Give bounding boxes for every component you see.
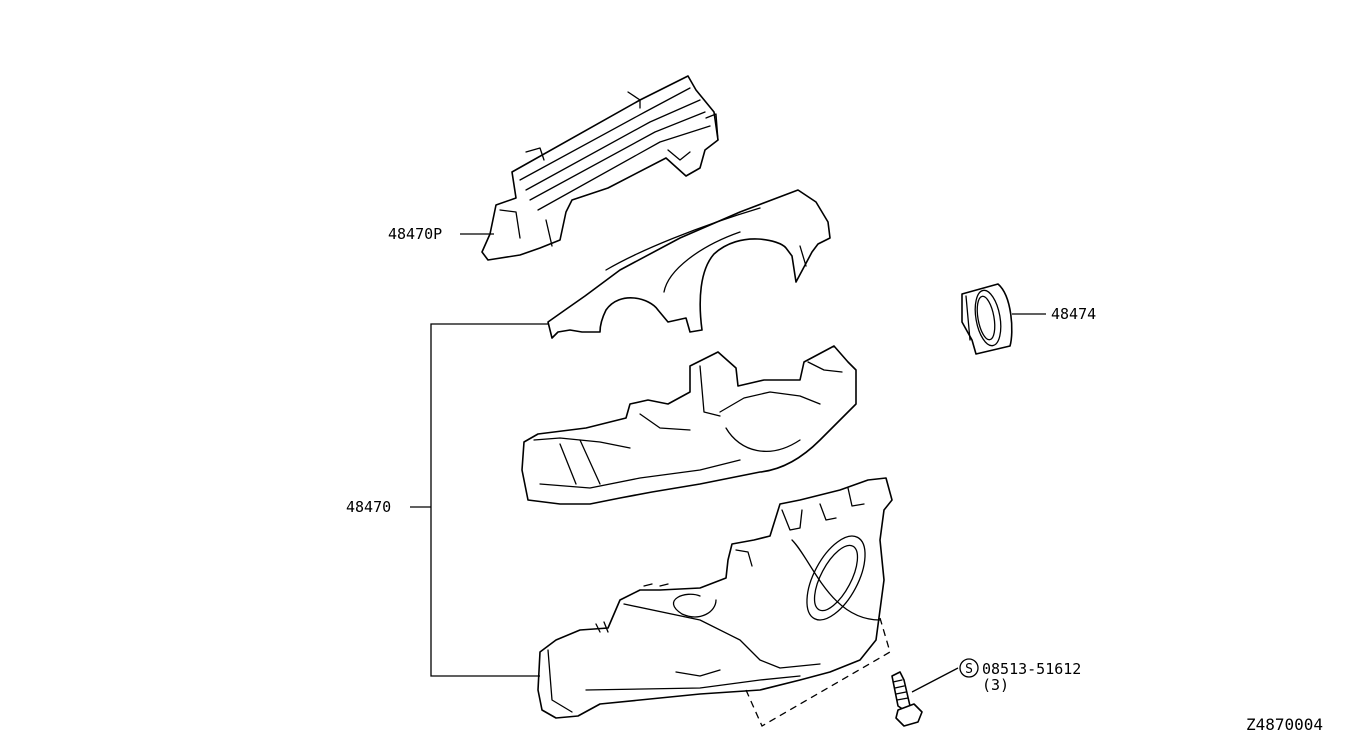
- leader-screw: [911, 667, 959, 693]
- screw-08513-51612: [891, 671, 923, 727]
- dashed-mounting-lines: [745, 617, 891, 727]
- column-cover-upper-shell: [547, 189, 831, 339]
- standard-part-symbol-circle: [959, 658, 979, 678]
- upper-bracket-48470p: [481, 75, 719, 261]
- leader-48470-bracket: [430, 323, 548, 677]
- ring-48474: [961, 283, 1013, 355]
- label-48474: 48474: [1051, 305, 1096, 323]
- label-48470: 48470: [346, 498, 391, 516]
- label-screw-part-number: 08513-51612: [982, 660, 1081, 678]
- diagram-id: Z4870004: [1246, 715, 1323, 734]
- standard-part-symbol: S: [965, 662, 973, 677]
- leader-lines: [410, 233, 1046, 693]
- label-screw-quantity: (3): [982, 676, 1009, 694]
- label-48470p: 48470P: [388, 225, 442, 243]
- column-cover-middle-shell: [521, 345, 857, 505]
- screw-callout: S 08513-51612 (3): [959, 658, 1081, 694]
- column-cover-lower-shell: [537, 477, 893, 719]
